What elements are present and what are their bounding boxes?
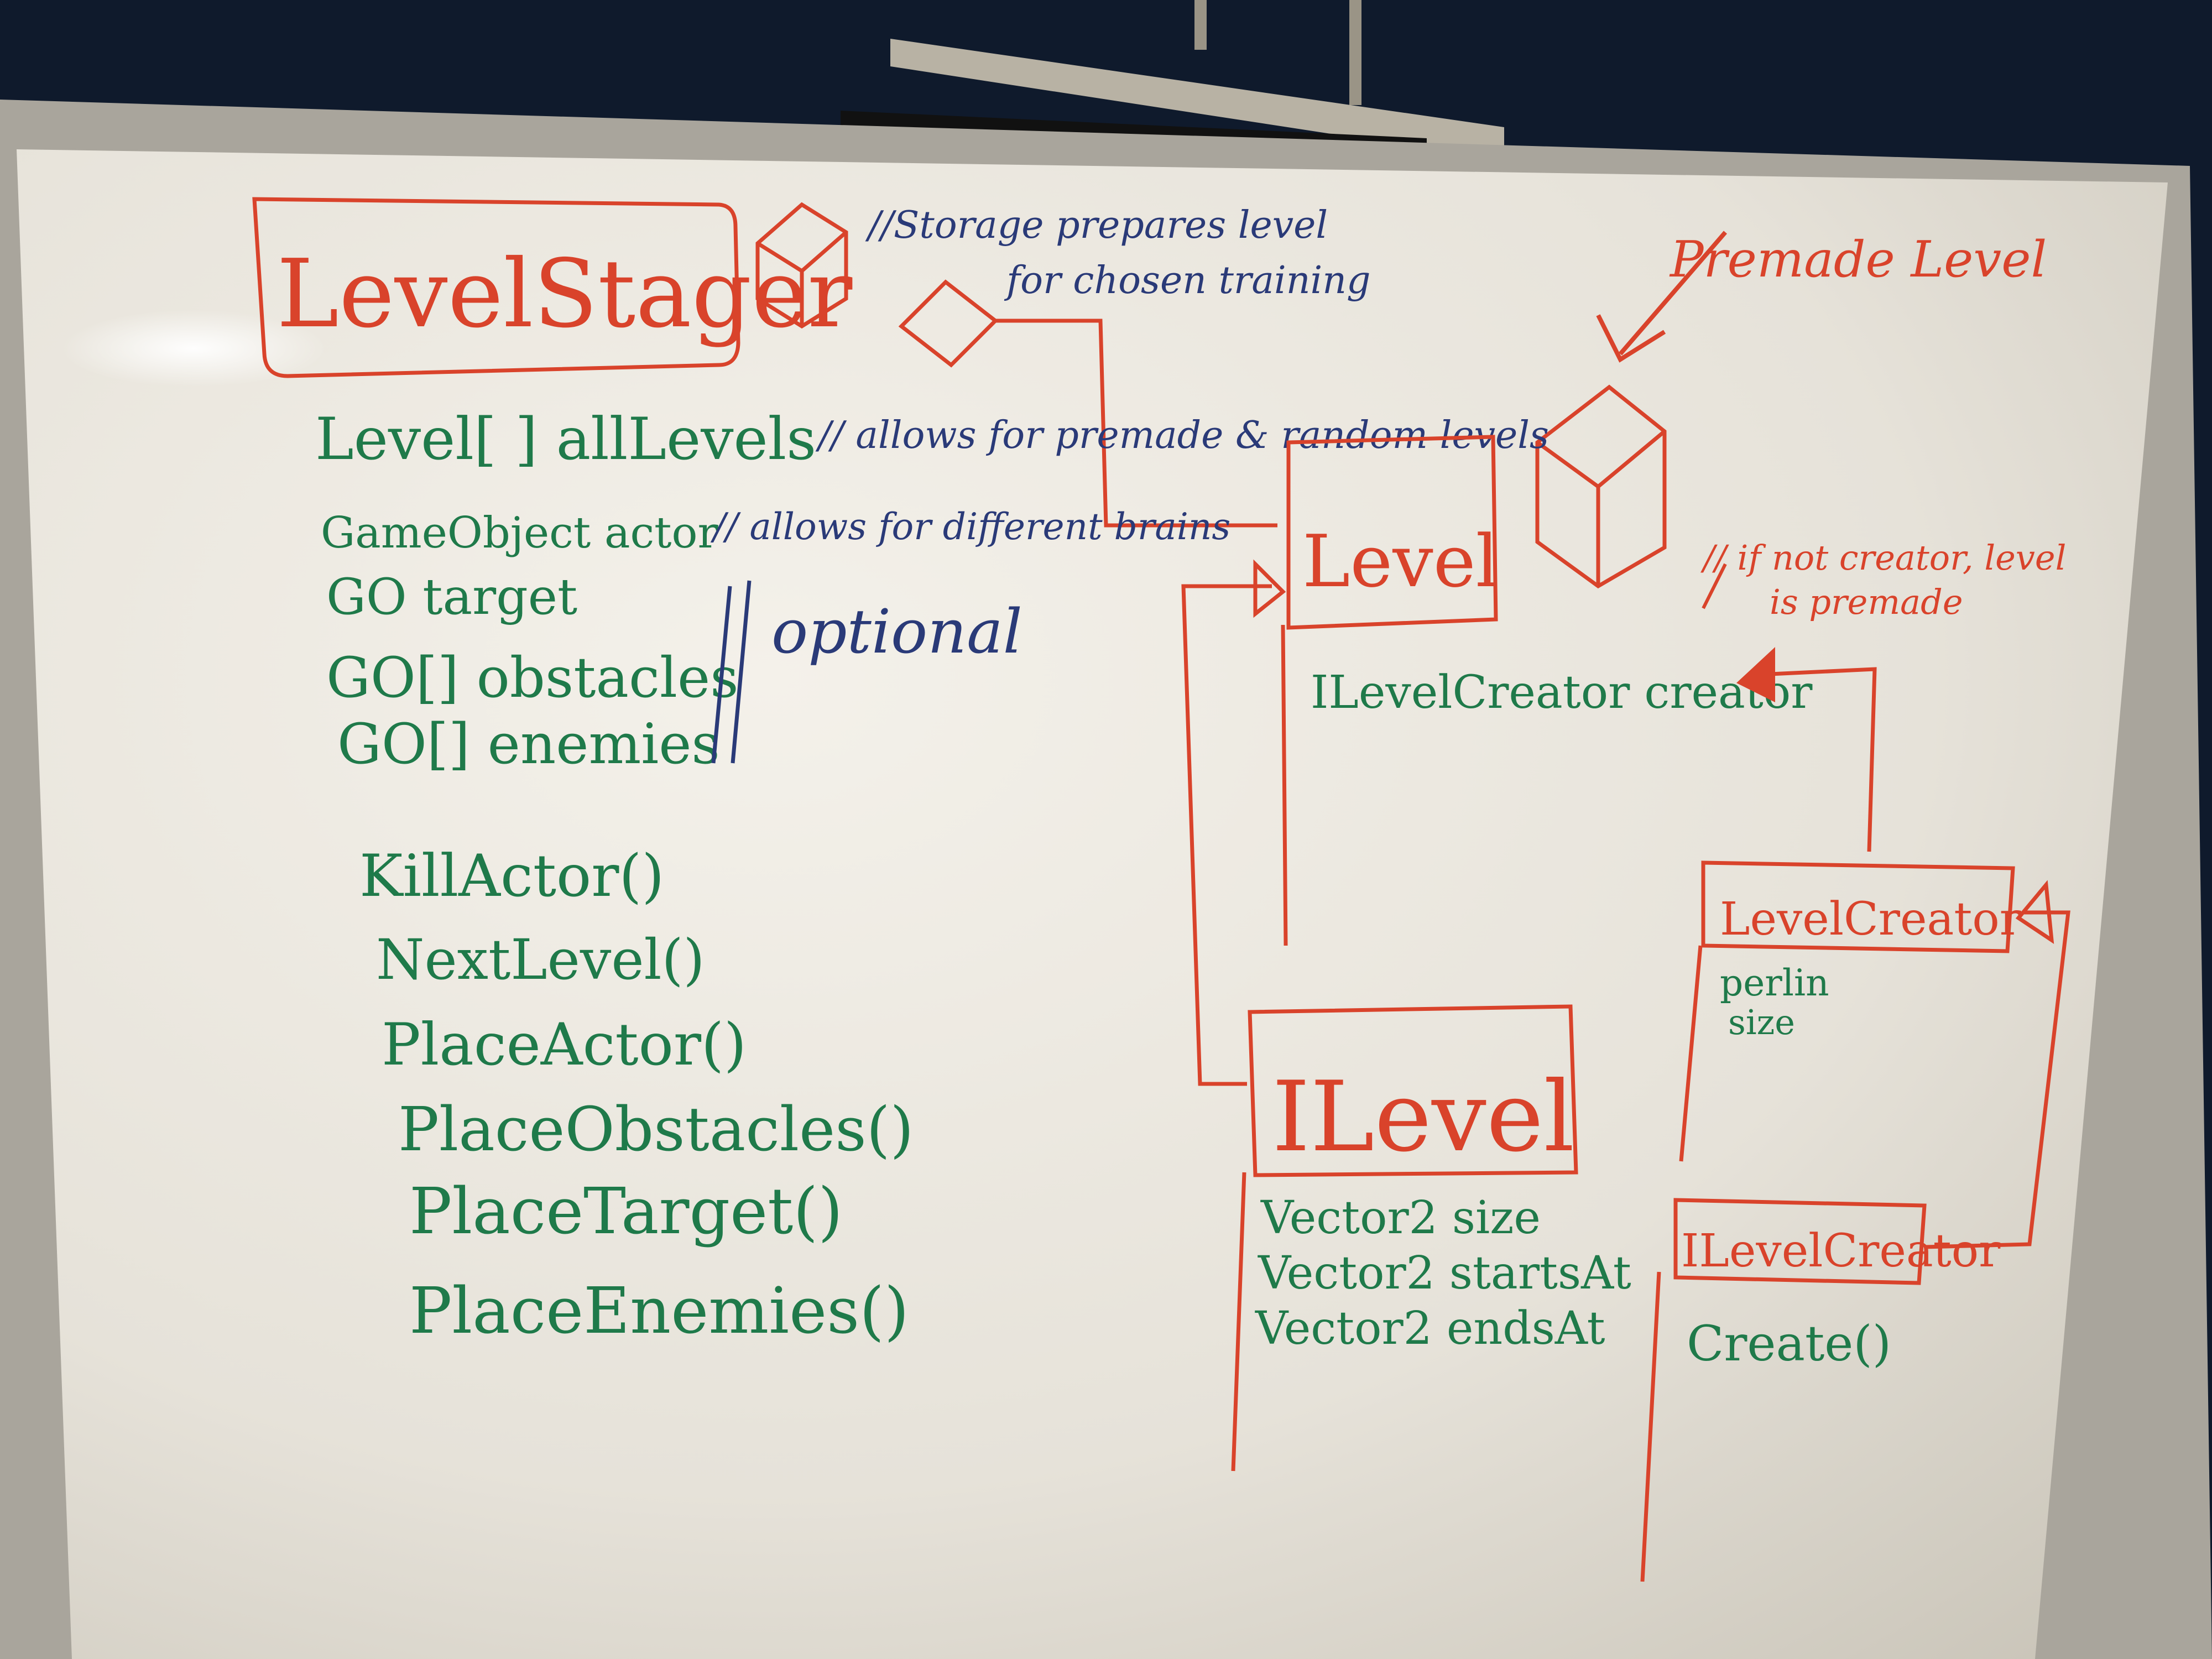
ilevel-creator-title: ILevelCreator bbox=[1681, 1225, 2001, 1277]
comment-all-levels: // allows for premade & random levels bbox=[815, 414, 1549, 457]
cube-icon bbox=[755, 202, 848, 329]
realization-arrow bbox=[1181, 559, 1286, 1086]
light-glare bbox=[61, 310, 326, 387]
ilevel-creator-class: ILevelCreator Create() bbox=[1640, 1198, 2001, 1582]
realization-arrow bbox=[1924, 880, 2070, 1249]
field-all-levels: Level[ ] allLevels bbox=[315, 405, 816, 473]
association-arrow bbox=[1736, 647, 1877, 852]
level-stager-title: LevelStager bbox=[276, 239, 853, 349]
ilevel-field-starts-at: Vector2 startsAt bbox=[1258, 1247, 1631, 1300]
whiteboard-surface bbox=[17, 149, 2168, 1659]
cube-icon bbox=[1535, 384, 1667, 589]
method-next-level: NextLevel() bbox=[376, 927, 705, 992]
level-creator-field-perlin: perlin bbox=[1720, 962, 1829, 1004]
level-creator-field-size: size bbox=[1728, 1002, 1795, 1042]
level-lifeline bbox=[1281, 624, 1288, 946]
field-enemies: GO[] enemies bbox=[337, 712, 720, 776]
ilevel-field-size: Vector2 size bbox=[1260, 1192, 1541, 1244]
comment-storage-line-1: //Storage prepares level bbox=[865, 204, 1328, 247]
ilevel-field-ends-at: Vector2 endsAt bbox=[1255, 1302, 1605, 1355]
method-place-target: PlaceTarget() bbox=[409, 1175, 843, 1249]
field-target: GO target bbox=[326, 568, 577, 626]
ilevel-class: ILevel Vector2 size Vector2 startsAt Vec… bbox=[1231, 1004, 1631, 1472]
level-class: Level ILevelCreator creator bbox=[1286, 435, 1813, 719]
comment-creator-line-1: // if not creator, level bbox=[1700, 538, 2066, 578]
premade-label: Premade Level bbox=[1669, 231, 2047, 289]
method-place-enemies: PlaceEnemies() bbox=[409, 1274, 909, 1348]
field-actor: GameObject actor bbox=[321, 508, 718, 558]
aggregation-diamond-icon bbox=[898, 279, 1277, 528]
method-kill-actor: KillActor() bbox=[359, 842, 664, 910]
arrow-down-icon bbox=[1596, 231, 1728, 363]
comment-creator-line-2: is premade bbox=[1770, 582, 1963, 622]
method-place-actor: PlaceActor() bbox=[382, 1011, 747, 1078]
comment-actor: // allows for different brains bbox=[710, 505, 1230, 548]
optional-label: optional bbox=[771, 596, 1022, 667]
field-obstacles: GO[] obstacles bbox=[326, 645, 739, 710]
level-creator-class: LevelCreator perlin size bbox=[1679, 860, 2022, 1162]
ilevel-creator-method: Create() bbox=[1687, 1315, 1891, 1372]
ilevel-title: ILevel bbox=[1272, 1061, 1574, 1173]
level-title: Level bbox=[1302, 519, 1499, 603]
level-creator-title: LevelCreator bbox=[1720, 893, 2022, 946]
method-place-obstacles: PlaceObstacles() bbox=[398, 1094, 914, 1165]
level-creator-field: ILevelCreator creator bbox=[1311, 666, 1813, 719]
comment-storage-line-2: for chosen training bbox=[1004, 259, 1371, 302]
